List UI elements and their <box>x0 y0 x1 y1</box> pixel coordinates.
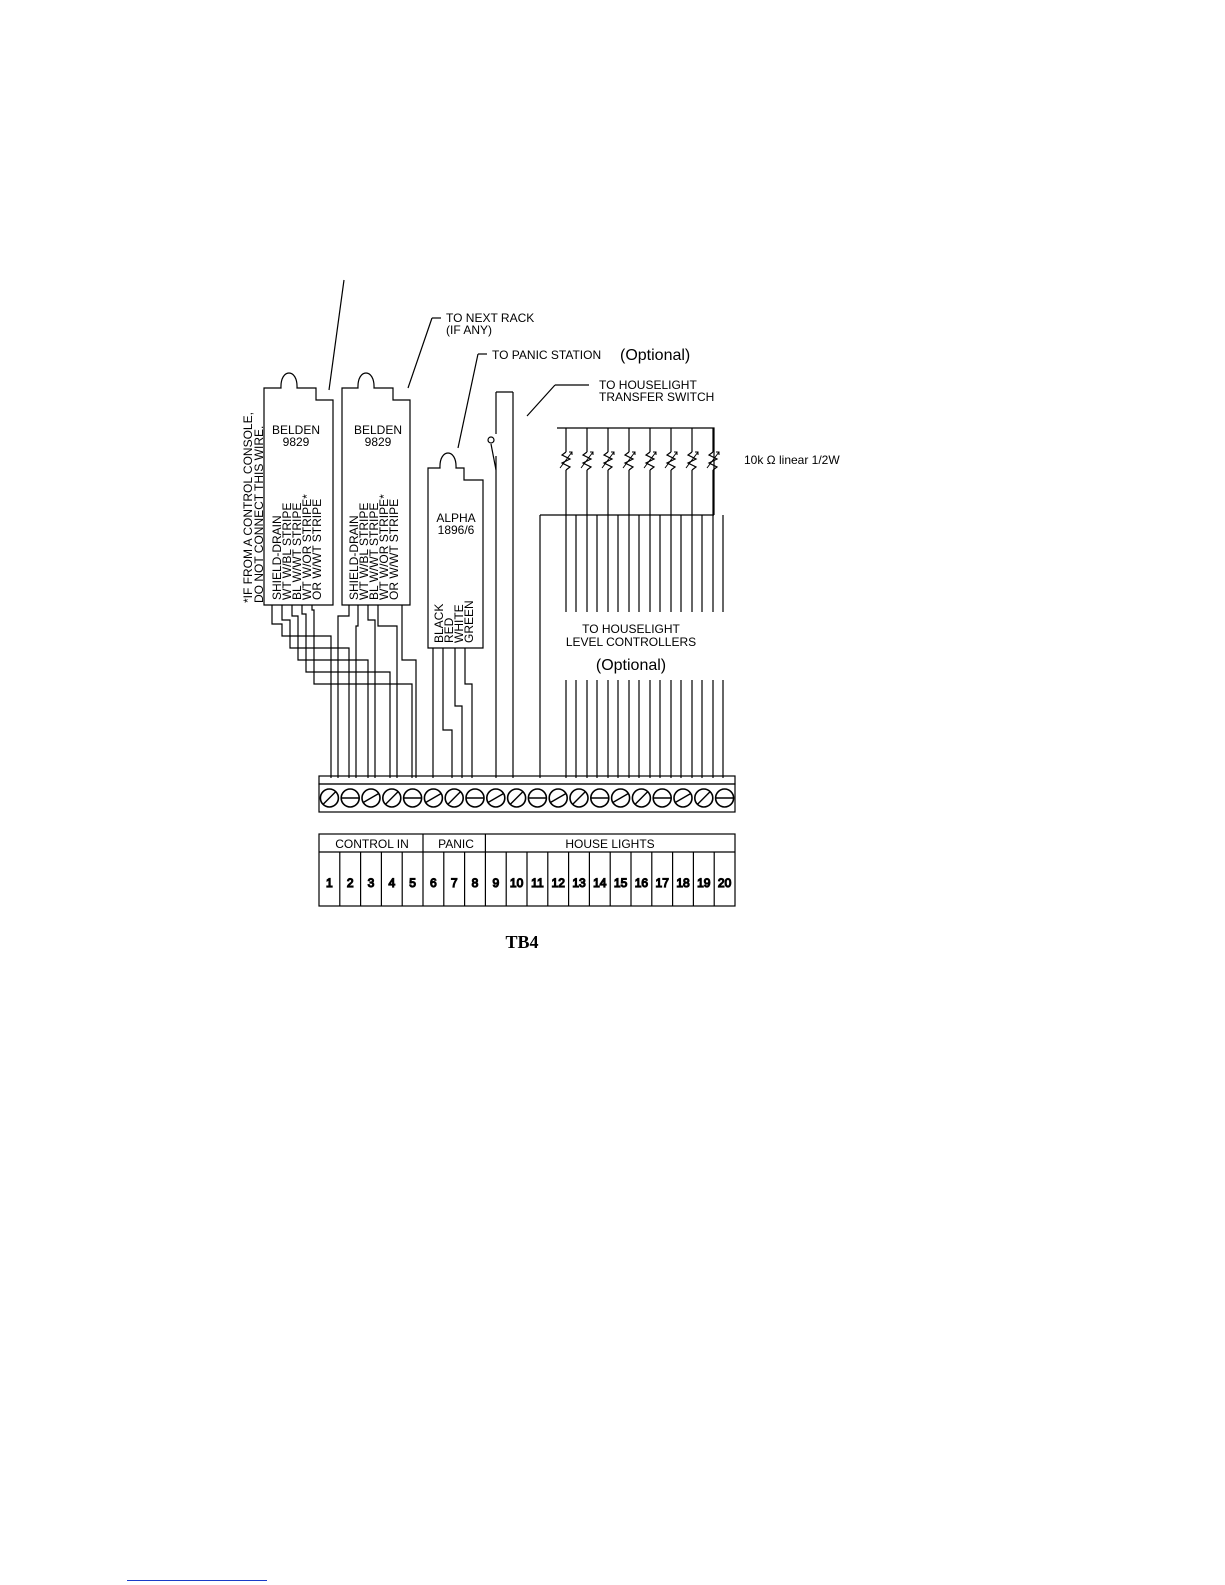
terminal-screw-16 <box>631 788 652 808</box>
terminal-strip <box>318 783 736 813</box>
belden-1-name: BELDEN <box>272 423 320 437</box>
terminal-screw-1 <box>319 788 340 808</box>
terminal-number: 17 <box>656 876 670 890</box>
resistor <box>580 428 598 778</box>
diagram-title: TB4 <box>505 932 538 952</box>
terminal-number: 15 <box>614 876 628 890</box>
terminal-screw-2 <box>340 788 361 808</box>
resistor <box>601 428 619 778</box>
terminal-number: 20 <box>718 876 732 890</box>
resistor <box>706 428 724 778</box>
terminal-number: 14 <box>593 876 607 890</box>
group-panic: PANIC <box>438 837 474 851</box>
terminal-number: 12 <box>552 876 566 890</box>
terminal-number: 11 <box>531 876 544 890</box>
terminal-number: 8 <box>472 876 479 890</box>
terminal-screw-8 <box>465 788 485 808</box>
terminal-number: 10 <box>510 876 524 890</box>
belden-2-name: BELDEN <box>354 423 402 437</box>
cable-2-wire: SHIELD-DRAIN <box>347 515 361 600</box>
terminal-screw-19 <box>693 788 714 808</box>
footer-rule <box>127 1580 267 1581</box>
cable-2-wire: OR W/WT STRIPE <box>387 499 401 600</box>
cable-3-wire: BLACK <box>432 604 446 643</box>
terminal-screw-18 <box>673 788 693 808</box>
terminal-screw-17 <box>652 788 673 808</box>
level-controllers-optional: (Optional) <box>596 657 666 674</box>
resistor <box>622 428 640 778</box>
cable-3-wire: RED <box>442 617 456 643</box>
cable-2-wire: WT W/OR STRIPE* <box>377 494 391 600</box>
console-note-line-1: *IF FROM A CONTROL CONSOLE, <box>241 412 255 603</box>
next-rack-label-1: TO NEXT RACK <box>446 311 534 325</box>
terminal-number: 3 <box>368 876 375 890</box>
console-note-line-2: DO NOT CONNECT THIS WIRE. <box>252 426 266 603</box>
belden-2-number: 9829 <box>365 435 392 449</box>
alpha-cable-body <box>427 452 484 649</box>
cable-1-wire: WT W/BL STRIPE <box>280 503 294 600</box>
cable-2-wire: WT W/BL STRIPE <box>357 503 371 600</box>
terminal-number: 4 <box>388 876 395 890</box>
resistor <box>685 428 703 778</box>
terminal-screw-7 <box>444 788 465 808</box>
terminal-screw-15 <box>610 788 631 808</box>
cable-1-wire: BL W/WT STRIPE <box>290 503 304 600</box>
terminal-screws <box>319 788 735 808</box>
terminal-screw-13 <box>569 788 589 808</box>
terminal-number: 16 <box>635 876 649 890</box>
terminal-number: 1 <box>326 876 333 890</box>
resistor <box>559 428 577 778</box>
terminal-screw-5 <box>402 788 423 808</box>
alpha-number: 1896/6 <box>438 523 475 537</box>
panic-station-label: TO PANIC STATION <box>492 348 601 362</box>
cable-1-wire: SHIELD-DRAIN <box>270 515 284 600</box>
panic-optional-label: (Optional) <box>620 347 690 364</box>
resistor-spec-label: 10k Ω linear 1/2W <box>744 453 840 467</box>
cable-3-wire: WHITE <box>452 604 466 643</box>
cable-3-wire: GREEN <box>462 600 476 643</box>
terminal-number: 7 <box>451 876 458 890</box>
belden-1-number: 9829 <box>283 435 310 449</box>
terminal-screw-3 <box>361 788 381 808</box>
terminal-screw-12 <box>548 788 569 808</box>
next-rack-label-2: (IF ANY) <box>446 323 492 337</box>
terminal-number: 13 <box>572 876 586 890</box>
group-house-lights: HOUSE LIGHTS <box>565 837 654 851</box>
cable-1-wire: OR W/WT STRIPE <box>310 499 324 600</box>
terminal-number: 2 <box>347 876 354 890</box>
terminal-screw-4 <box>381 788 402 808</box>
terminal-screw-6 <box>423 788 444 808</box>
cable-2-wire: BL W/WT STRIPE <box>367 503 381 600</box>
belden-cable-1-body <box>263 372 334 606</box>
resistor-array <box>559 428 724 778</box>
cable-1-wire: WT W/OR STRIPE* <box>300 494 314 600</box>
group-control-in: CONTROL IN <box>335 837 409 851</box>
terminal-screw-11 <box>527 788 548 808</box>
terminal-number: 19 <box>697 876 711 890</box>
level-controllers-label-2: LEVEL CONTROLLERS <box>566 635 696 649</box>
resistor <box>643 428 661 778</box>
terminal-number: 6 <box>430 876 437 890</box>
terminal-number: 9 <box>492 876 499 890</box>
level-controllers-label-1: TO HOUSELIGHT <box>582 622 680 636</box>
resistor <box>664 428 682 778</box>
transfer-switch-label-1: TO HOUSELIGHT <box>599 378 697 392</box>
terminal-strip-rail <box>318 775 736 785</box>
belden-cable-2-body <box>341 372 411 606</box>
transfer-switch-label-2: TRANSFER SWITCH <box>599 390 714 404</box>
terminal-screw-10 <box>506 788 527 808</box>
alpha-name: ALPHA <box>436 511 475 525</box>
terminal-screw-14 <box>589 788 610 808</box>
terminal-screw-20 <box>714 788 735 808</box>
terminal-number: 5 <box>409 876 416 890</box>
terminal-number: 18 <box>676 876 690 890</box>
terminal-screw-9 <box>485 788 506 808</box>
